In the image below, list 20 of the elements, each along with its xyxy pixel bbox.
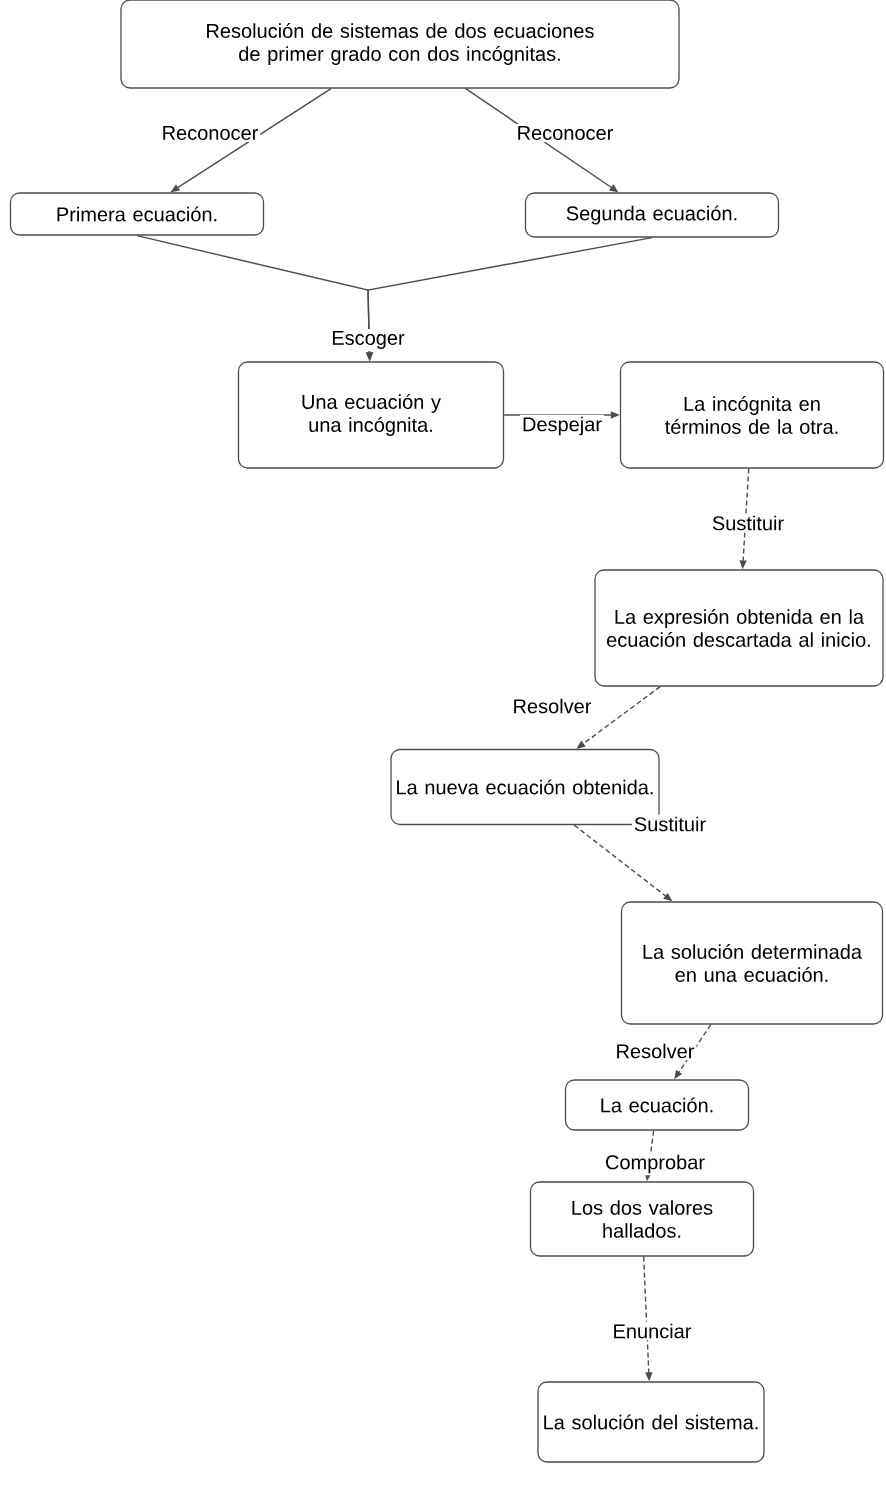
edge-label: Escoger xyxy=(329,329,407,351)
concept-box: La incógnita en términos de la otra. xyxy=(619,361,885,469)
edge-label: Resolver xyxy=(613,1041,697,1061)
concept-box: La ecuación. xyxy=(564,1079,750,1131)
edge-label: Despejar xyxy=(520,414,604,438)
edge-label: Sustituir xyxy=(631,814,709,834)
concept-box: Los dos valores hallados. xyxy=(529,1181,755,1257)
concept-box: La solución del sistema. xyxy=(537,1381,765,1463)
edge-label: Reconocer xyxy=(159,124,261,142)
concept-box: Resolución de sistemas de dos ecuaciones de primer grado con dos incógnitas. xyxy=(120,0,680,89)
edge-label: Resolver xyxy=(510,696,594,716)
edge-label: Sustituir xyxy=(709,513,787,533)
concept-box: Una ecuación y una incógnita. xyxy=(237,361,505,469)
edge-label: Comprobar xyxy=(603,1152,707,1176)
concept-box: La expresión obtenida en la ecuación descartada al inicio. xyxy=(594,569,884,687)
edge-label: Reconocer xyxy=(514,124,616,142)
concept-box: La solución determinada en una ecuación. xyxy=(620,901,884,1025)
edge-label: Enunciar xyxy=(610,1321,694,1341)
concept-box: Primera ecuación. xyxy=(9,192,265,236)
concept-box: Segunda ecuación. xyxy=(524,192,780,238)
